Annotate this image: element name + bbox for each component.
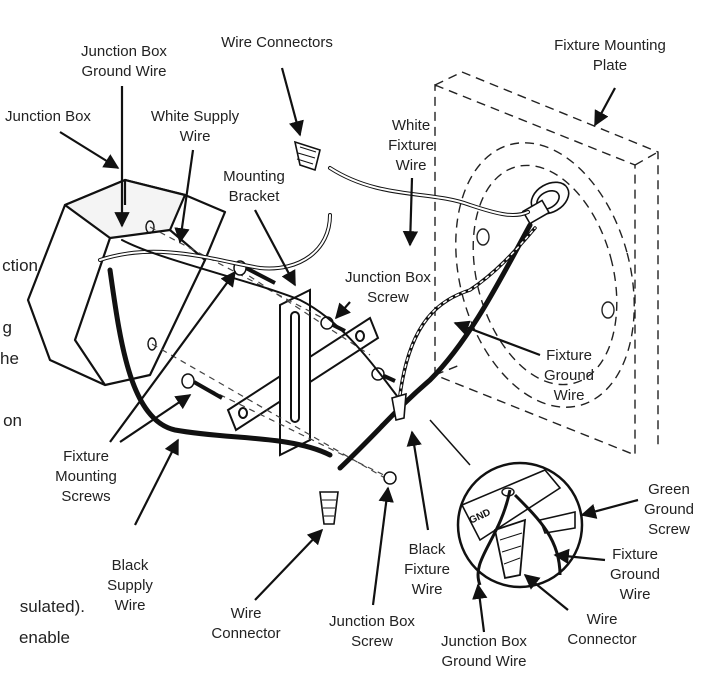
arrow-junction-box-ground-bottom (472, 583, 488, 633)
arrow-black-fixture (406, 430, 430, 531)
arrow-black-supply (134, 438, 179, 526)
label-fixture-ground-wire-inset: Fixture Ground Wire (609, 546, 661, 603)
label-wire-connectors: Wire Connectors (221, 34, 333, 51)
label-mounting-bracket: Mounting Bracket (223, 168, 285, 205)
cutoff-text-1: ction (2, 256, 38, 275)
box-screw-hole-top (145, 220, 155, 234)
plate-hole-left (476, 228, 490, 246)
label-fixture-mounting-plate: Fixture Mounting Plate (554, 37, 666, 74)
wire-connector-right-shape (391, 392, 407, 421)
arrow-mounting-screws-1 (109, 270, 236, 443)
fixture-mounting-screw-bottom (181, 373, 223, 400)
ground-detail-inset: GND (429, 419, 584, 589)
label-white-fixture-wire: White Fixture Wire (388, 117, 434, 174)
arrow-white-supply (174, 149, 195, 244)
label-black-fixture-wire: Black Fixture Wire (404, 541, 450, 598)
mounting-bracket (226, 288, 380, 457)
arrow-fixture-ground-mid (453, 320, 541, 357)
arrow-wire-connector-bottom (254, 528, 324, 601)
label-white-supply-wire: White Supply Wire (150, 108, 240, 145)
arrow-junction-box (59, 131, 120, 169)
arrow-junction-box-screw-bottom (371, 486, 394, 606)
black-supply-wire-shape (107, 267, 333, 458)
label-green-ground-screw: Green Ground Screw (643, 481, 695, 538)
arrow-fixture-ground-inset (553, 548, 606, 565)
cutoff-text-4: on (3, 411, 22, 430)
label-wire-connector-bottom: Wire Connector (211, 605, 281, 642)
arrow-wire-connectors (280, 67, 304, 137)
label-black-supply-wire: Black Supply Wire (107, 557, 153, 614)
junction-box-ground-wire-shape (121, 239, 401, 401)
arrow-wire-connector-inset (523, 574, 569, 611)
cutoff-text-3: he (0, 349, 19, 368)
wire-connector-top-shape (293, 140, 321, 172)
leader-arrows (59, 67, 639, 633)
black-fixture-wire-shape (337, 222, 533, 471)
arrow-green-ground (580, 498, 639, 519)
wire-connector-bottom-shape (319, 491, 339, 525)
label-wire-connector-inset: Wire Connector (567, 611, 637, 648)
junction-box-screw-bottom-shape (383, 471, 397, 485)
cutoff-text-5: sulated). (19, 597, 85, 616)
arrow-white-fixture (402, 177, 419, 247)
arrow-junction-box-screw-top (334, 301, 351, 320)
arrow-mounting-bracket (254, 209, 296, 287)
label-junction-box-ground-wire-bottom: Junction Box Ground Wire (441, 633, 527, 670)
label-junction-box-screw-bottom: Junction Box Screw (329, 613, 415, 650)
cutoff-text-2: g (2, 318, 12, 337)
label-junction-box-ground-wire-top: Junction Box Ground Wire (81, 43, 167, 80)
box-screw-hole-bottom (147, 337, 157, 351)
wires (98, 166, 537, 471)
label-junction-box: Junction Box (5, 108, 91, 125)
arrow-mounting-screws-2 (119, 394, 192, 443)
junction-box-screw-right-shape (371, 367, 396, 383)
arrow-fixture-plate (594, 87, 616, 127)
fixture-socket (521, 181, 570, 225)
label-fixture-ground-wire-mid: Fixture Ground Wire (543, 347, 595, 404)
plate-hole-right (601, 301, 615, 319)
label-junction-box-screw-top: Junction Box Screw (345, 269, 431, 306)
fixture-mounting-plate (434, 71, 659, 457)
label-fixture-mounting-screws: Fixture Mounting Screws (55, 448, 117, 505)
cutoff-text-6: enable (18, 628, 70, 647)
